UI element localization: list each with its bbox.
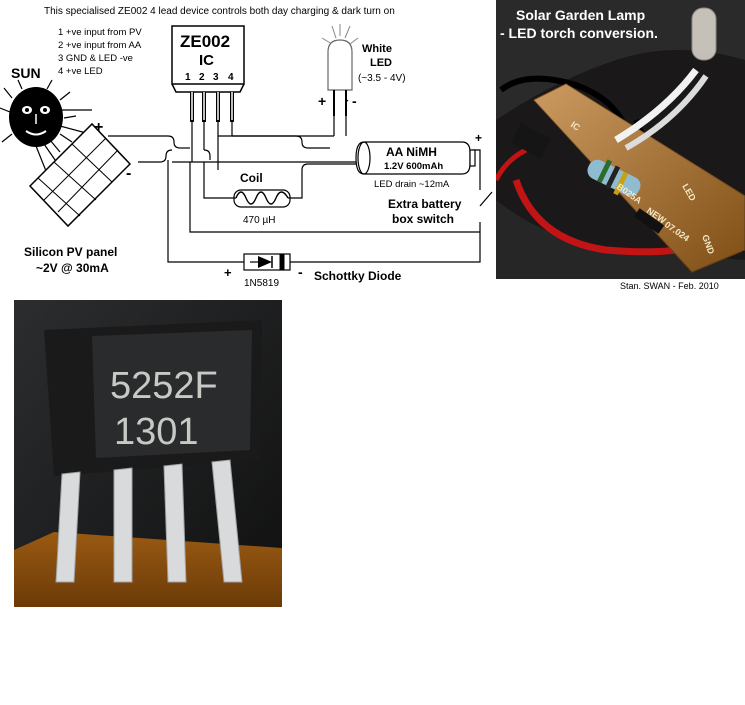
battery-label-line2: 1.2V 600mAh xyxy=(384,161,443,172)
led-icon xyxy=(321,24,359,116)
pin-legend-2: 2 +ve input from AA xyxy=(58,40,142,51)
ic-pin-1: 1 xyxy=(185,72,191,83)
diode-icon xyxy=(243,253,291,271)
diode-minus: - xyxy=(298,264,303,280)
battery-icon xyxy=(355,141,476,175)
chip-marking-line2: 1301 xyxy=(114,411,199,453)
pin-legend-4: 4 +ve LED xyxy=(58,66,103,77)
ic-type: IC xyxy=(199,52,214,69)
chip-marking-line1: 5252F xyxy=(110,365,218,407)
switch-label-line1: Extra battery xyxy=(388,197,462,211)
panel-label-line2: ~2V @ 30mA xyxy=(36,261,109,275)
sun-label: SUN xyxy=(11,65,41,81)
pin-legend: 1 +ve input from PV 2 +ve input from AA … xyxy=(58,27,142,77)
led-label-line2: LED xyxy=(370,57,392,69)
coil-icon xyxy=(233,189,291,208)
panel-minus: - xyxy=(126,165,131,182)
coil-label: Coil xyxy=(240,171,263,185)
battery-drain: LED drain ~12mA xyxy=(374,179,450,190)
led-minus: - xyxy=(352,93,357,109)
photo-credit: Stan. SWAN - Feb. 2010 xyxy=(620,281,719,291)
pin-legend-3: 3 GND & LED -ve xyxy=(58,53,133,64)
ic-pin-2: 2 xyxy=(199,72,205,83)
ic-pin-numbers: 1 2 3 4 xyxy=(185,72,234,83)
coil-value: 470 µH xyxy=(243,215,275,226)
diode-plus: + xyxy=(224,265,232,280)
wiring xyxy=(108,99,493,263)
photo-title-line2: - LED torch conversion. xyxy=(500,25,658,41)
led-voltage: (~3.5 - 4V) xyxy=(358,73,406,84)
panel-plus: + xyxy=(94,119,103,136)
switch-label-line2: box switch xyxy=(392,212,454,226)
diode-part: 1N5819 xyxy=(244,278,279,289)
panel-label-line1: Silicon PV panel xyxy=(24,245,117,259)
battery-label-line1: AA NiMH xyxy=(386,145,437,159)
battery-plus: + xyxy=(475,131,482,145)
photo-title-line1: Solar Garden Lamp xyxy=(516,7,645,23)
diode-label: Schottky Diode xyxy=(314,269,402,283)
ic-pin-3: 3 xyxy=(213,72,219,83)
ic-ze002 xyxy=(171,25,245,122)
schematic-header: This specialised ZE002 4 lead device con… xyxy=(44,6,395,17)
pv-panel xyxy=(28,122,132,228)
photo-chip-closeup: 5252F 1301 xyxy=(14,300,282,607)
photo-solar-lamp-board: IC B025A NEW 07.024 LED GND Solar Garden… xyxy=(496,0,745,279)
led-label-line1: White xyxy=(362,43,392,55)
pin-legend-1: 1 +ve input from PV xyxy=(58,27,142,38)
ic-name: ZE002 xyxy=(180,32,230,51)
ic-pin-4: 4 xyxy=(228,72,234,83)
led-plus: + xyxy=(318,93,326,109)
sun-icon xyxy=(0,79,92,177)
